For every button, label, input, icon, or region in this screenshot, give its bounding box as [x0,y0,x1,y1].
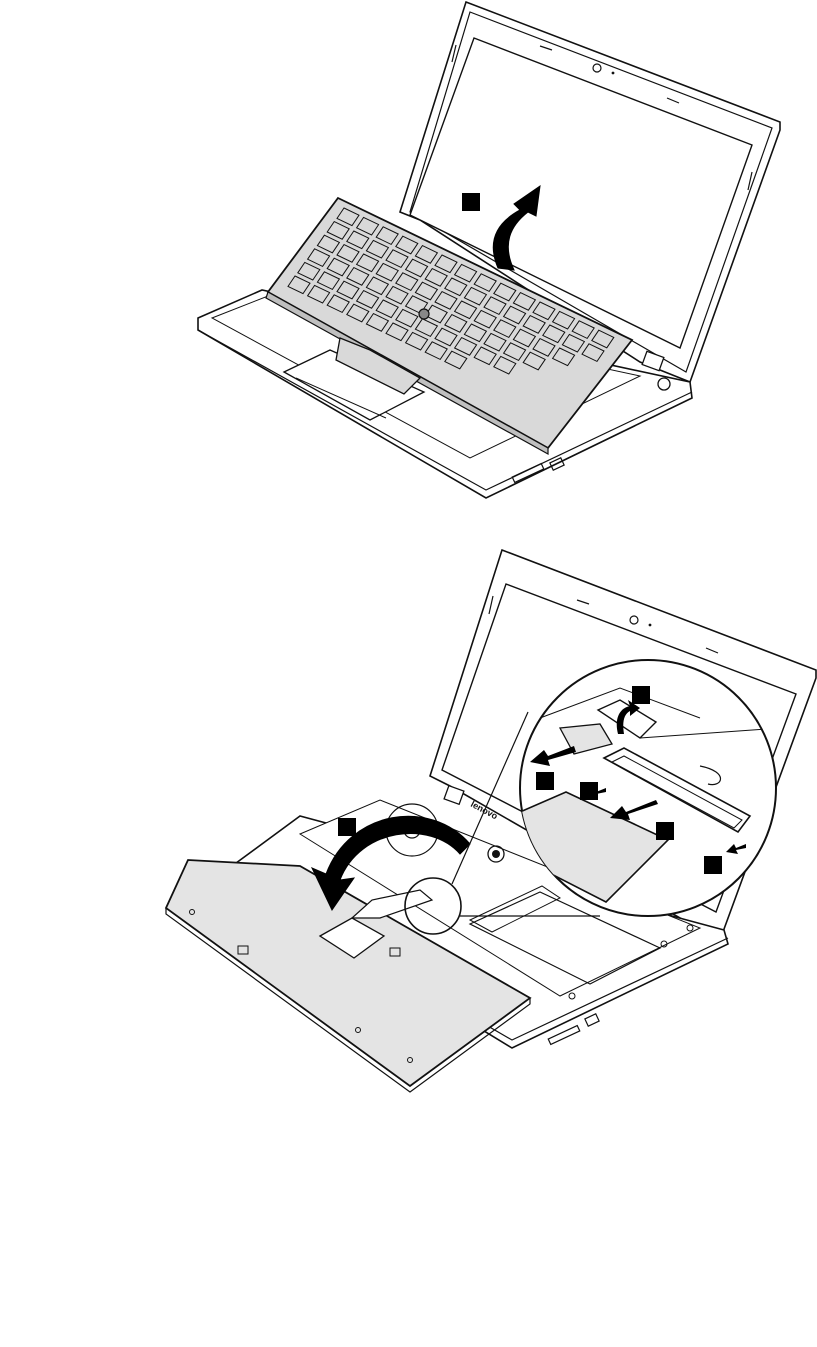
keyboard-lift-illustration [0,0,817,510]
figure-keyboard-lift [0,0,817,510]
trackpoint [419,309,429,319]
figure-keyboard-connector-detach: lenovo [0,548,817,1093]
camera-indicator [612,72,615,75]
step-marker [536,772,554,790]
step-marker [462,193,480,211]
speaker-inner [492,850,500,858]
step-marker [338,818,356,836]
keyboard-connector-illustration: lenovo [0,548,817,1093]
step-marker [632,686,650,704]
camera-indicator [649,624,652,627]
usb-port [585,1014,599,1026]
step-marker [580,782,598,800]
step-marker [704,856,722,874]
step-marker [656,822,674,840]
